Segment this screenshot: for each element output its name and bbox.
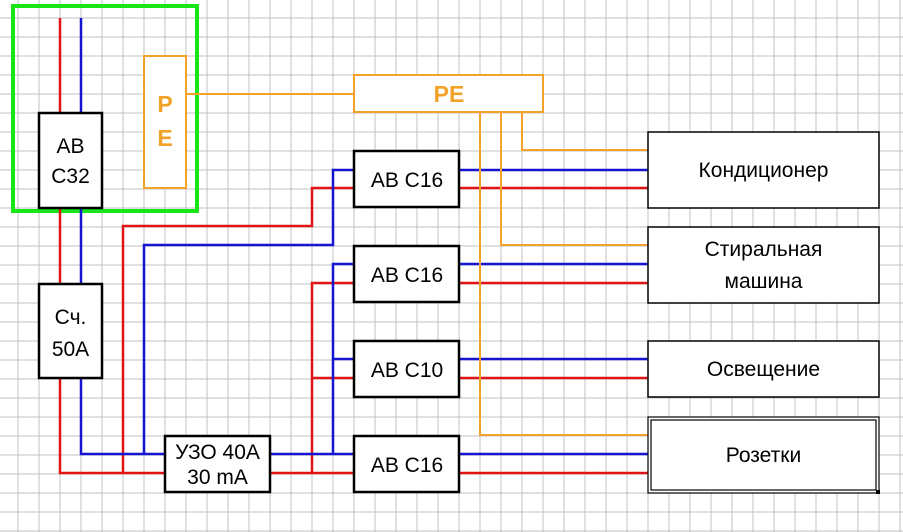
resize-handle[interactable] [876, 490, 880, 494]
load-air-conditioner[interactable]: Кондиционер [647, 131, 880, 209]
neutral-wire-branch-ac [142, 168, 354, 454]
load-lighting[interactable]: Освещение [647, 340, 880, 398]
load-label: Розетки [726, 444, 801, 467]
wires [58, 18, 648, 475]
phase-wire-branch-ac [121, 186, 354, 473]
pe-wire-sockets [479, 112, 648, 436]
input-enclosure [11, 4, 199, 213]
branch-breaker-lighting[interactable]: АВ С10 [352, 339, 461, 399]
phase-wire-riser [310, 281, 354, 473]
neutral-wire-riser [331, 262, 354, 454]
pe-local-label-1: P [157, 91, 172, 117]
pe-terminal-local[interactable]: P E [143, 55, 187, 189]
branch-breaker-sockets[interactable]: АВ С16 [352, 434, 461, 494]
load-label-1: Стиральная [705, 238, 823, 261]
load-washing-machine[interactable]: Стиральная машина [647, 226, 880, 304]
phase-wire-meter-to-rcd [58, 378, 165, 475]
breaker-label: АВ С16 [371, 454, 443, 477]
pe-wire-washer [500, 112, 648, 246]
load-label-2: машина [725, 270, 803, 293]
breaker-label: АВ С16 [371, 264, 443, 287]
meter-label-1: Сч. [55, 306, 87, 329]
rcd-label-1: УЗО 40А [175, 441, 260, 464]
input-breaker[interactable]: АВ С32 [37, 111, 104, 210]
input-breaker-label-2: С32 [51, 165, 90, 188]
pe-local-label-2: E [157, 125, 172, 151]
neutral-wire-meter-to-rcd [79, 378, 165, 456]
load-label: Освещение [707, 358, 820, 381]
branch-breaker-ac[interactable]: АВ С16 [352, 149, 461, 209]
load-sockets[interactable]: Розетки [647, 416, 880, 494]
rcd-label-2: 30 mA [187, 466, 248, 489]
input-breaker-label-1: АВ [56, 135, 84, 158]
meter-label-2: 50А [52, 338, 89, 361]
pe-bus-label: PE [434, 81, 465, 107]
breaker-label: АВ С10 [371, 359, 443, 382]
pe-bus[interactable]: PE [353, 74, 544, 113]
load-label: Кондиционер [699, 159, 829, 182]
rcd[interactable]: УЗО 40А 30 mA [163, 434, 272, 494]
branch-breaker-washer[interactable]: АВ С16 [352, 244, 461, 304]
breaker-label: АВ С16 [371, 169, 443, 192]
pe-wire-ac [521, 112, 648, 151]
electricity-meter[interactable]: Сч. 50А [37, 282, 104, 380]
